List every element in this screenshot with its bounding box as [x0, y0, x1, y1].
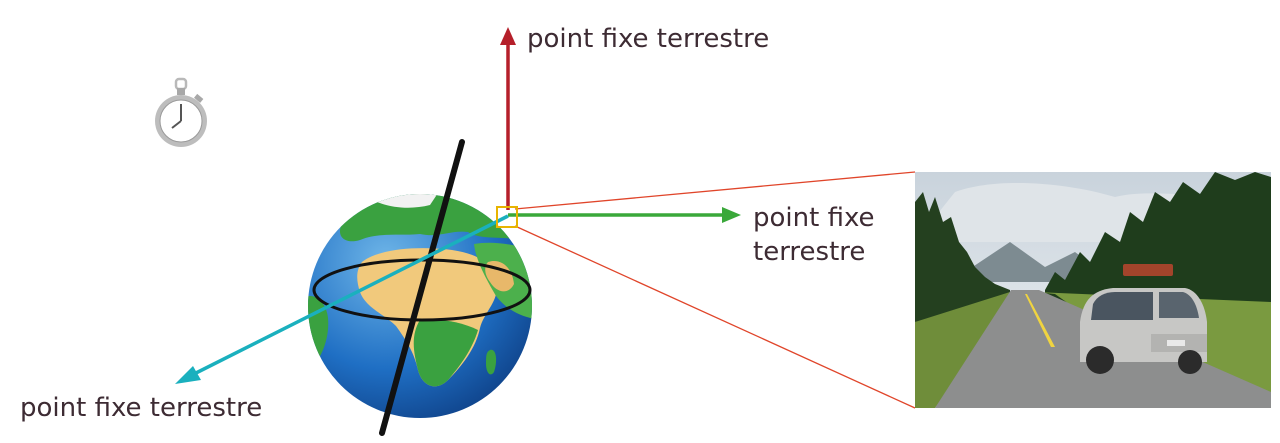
- oblique-axis-label: point fixe terrestre: [20, 393, 263, 423]
- vertical-axis-arrow: [500, 27, 516, 210]
- horizontal-axis-label-line2: terrestre: [753, 237, 866, 267]
- zoom-region-box: [496, 206, 518, 228]
- vertical-axis-label: point fixe terrestre: [527, 24, 770, 54]
- earth-rotation-axis: [379, 139, 465, 436]
- horizontal-axis-label: point fixe terrestre: [753, 201, 923, 269]
- road-car-photo: [915, 172, 1271, 408]
- zoom-line-top: [514, 171, 916, 210]
- oblique-axis-arrow: [175, 214, 509, 384]
- stopwatch-icon: [155, 77, 207, 147]
- zoom-line-bottom: [514, 225, 916, 409]
- horizontal-axis-arrow: [508, 207, 741, 223]
- horizontal-axis-label-line1: point fixe: [753, 203, 875, 233]
